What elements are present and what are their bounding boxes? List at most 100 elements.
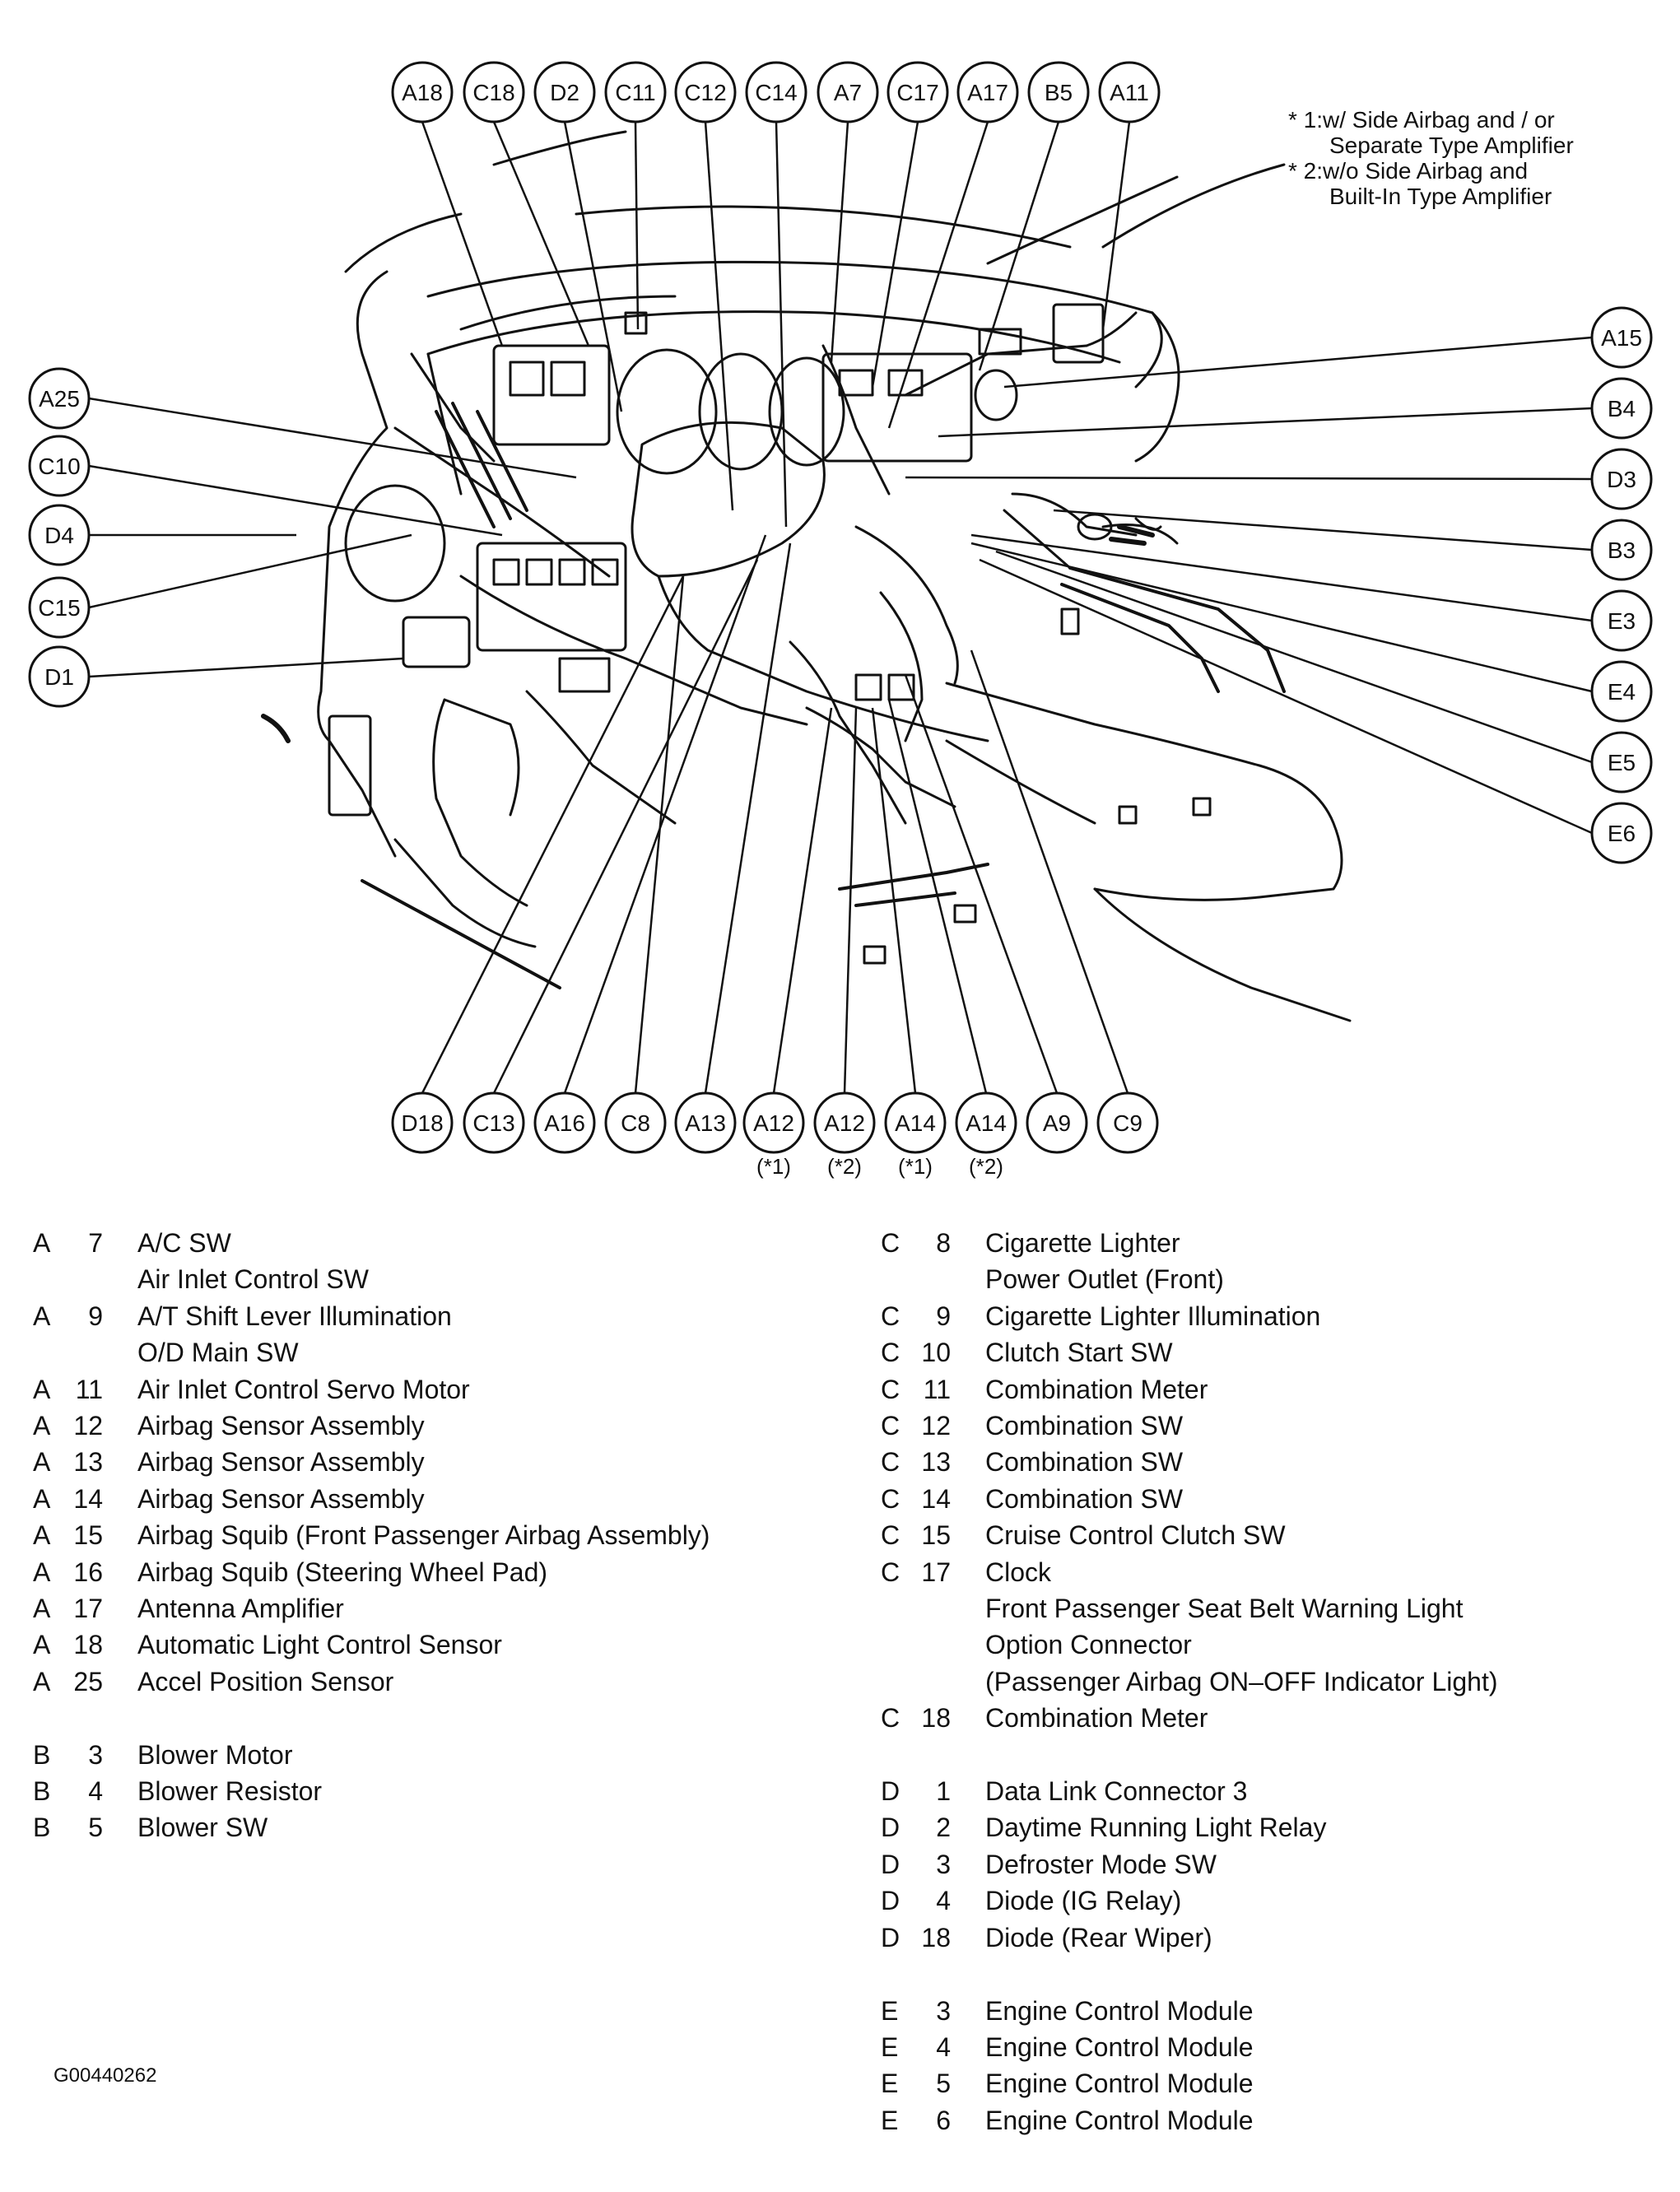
leader-b5: [978, 121, 1060, 371]
legend-code-letter: [881, 1627, 905, 1663]
callout-top-a11-10: A11: [1098, 61, 1161, 123]
legend-right-row: (Passenger Airbag ON–OFF Indicator Light…: [881, 1664, 1671, 1700]
note-line-1: * 1:w/ Side Airbag and / or: [1288, 107, 1555, 133]
legend-left-row: O/D Main SW: [33, 1334, 807, 1371]
legend-code-letter: D: [881, 1849, 900, 1879]
callout-text: A11: [1110, 80, 1149, 105]
callout-text: C12: [684, 80, 726, 105]
note-line-4: Built-In Type Amplifier: [1329, 184, 1552, 209]
legend-component-name: Diode (IG Relay): [985, 1886, 1182, 1916]
legend-component-name: Air Inlet Control Servo Motor: [137, 1374, 470, 1404]
legend-component-name: Clock: [985, 1557, 1052, 1587]
legend-code-letter: [881, 1664, 905, 1700]
callout-bottom-a14-7: A14: [884, 1091, 947, 1154]
callout-right-e3-4: E3: [1590, 589, 1653, 652]
leader-c9: [970, 649, 1129, 1094]
callout-top-c14-5: C14: [745, 61, 807, 123]
legend-component-name: Airbag Squib (Front Passenger Airbag Ass…: [137, 1520, 710, 1551]
legend-code-number: [910, 1627, 951, 1663]
legend-code-letter: C: [881, 1520, 900, 1551]
callout-bottom-c8-3: C8: [604, 1091, 667, 1154]
leader-a14: [871, 707, 917, 1094]
legend-code-number: 4: [936, 1886, 951, 1916]
callout-circle: [1590, 377, 1653, 440]
legend-component-name: Option Connector: [985, 1630, 1192, 1660]
legend-component-name: Combination SW: [985, 1483, 1184, 1514]
callout-circle: [391, 61, 454, 123]
legend-code-number: 10: [921, 1338, 951, 1368]
leader-e3: [970, 533, 1593, 622]
legend-code: [33, 1261, 103, 1297]
leader-c13: [492, 559, 759, 1094]
legend-component-name: Airbag Sensor Assembly: [137, 1447, 425, 1478]
legend-code-number: 13: [73, 1447, 103, 1478]
callout-text: A7: [834, 80, 862, 105]
callout-top-c11-3: C11: [604, 61, 667, 123]
leader-b4: [938, 407, 1593, 438]
legend-code-letter: A: [33, 1557, 51, 1587]
leader-e4: [970, 542, 1593, 693]
leader-d2: [563, 121, 623, 412]
leader-d1: [88, 657, 404, 678]
callout-text: A25: [39, 386, 80, 412]
legend-code-number: 12: [921, 1411, 951, 1441]
legend-code-letter: E: [881, 2031, 899, 2062]
leader-c14: [775, 121, 788, 528]
callout-bottom-c13-1: C13: [463, 1091, 525, 1154]
legend-component-name: Antenna Amplifier: [137, 1594, 344, 1624]
leader-d18: [421, 575, 685, 1094]
legend-code-letter: B: [33, 1813, 51, 1843]
callout-circle: [1590, 731, 1653, 793]
legend-component-name: O/D Main SW: [137, 1338, 299, 1368]
legend-left-row: Air Inlet Control SW: [33, 1261, 807, 1297]
legend-component-name: A/C SW: [137, 1228, 231, 1258]
legend-code-letter: [881, 1261, 905, 1297]
leader-c11: [634, 121, 640, 330]
legend-code-number: 2: [936, 1813, 951, 1843]
legend-code-number: 14: [921, 1483, 951, 1514]
legend-code-number: 15: [921, 1520, 951, 1551]
legend-code-number: 3: [936, 1849, 951, 1879]
legend-code: [881, 1590, 951, 1627]
legend-component-name: Combination SW: [985, 1447, 1184, 1478]
legend-code-letter: B: [33, 1739, 51, 1770]
legend-code-number: 18: [921, 1703, 951, 1734]
callout-circle: [1590, 589, 1653, 652]
legend-code-letter: C: [881, 1338, 900, 1368]
callout-text: A17: [967, 80, 1008, 105]
leader-a25: [88, 397, 577, 479]
callout-text: C10: [38, 454, 80, 479]
callout-top-b5-9: B5: [1027, 61, 1090, 123]
legend-code: [881, 1664, 951, 1700]
callout-text: A9: [1043, 1110, 1071, 1136]
legend-code-letter: A: [33, 1301, 51, 1331]
legend-component-name: Cruise Control Clutch SW: [985, 1520, 1286, 1551]
